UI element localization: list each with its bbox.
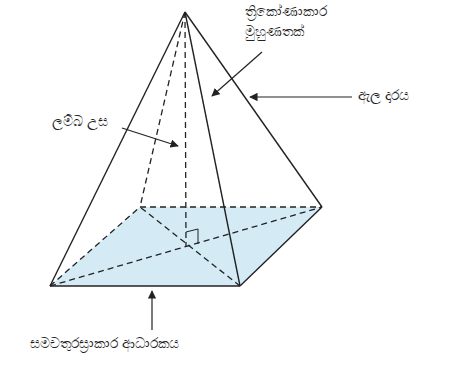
part-label: සමචතුරස්‍රාකාර ආධාරකය: [30, 334, 179, 354]
part-label: ත්‍රිකෝණාකාර මුහුණතක්: [245, 2, 355, 41]
right-angle-mark: [186, 229, 198, 244]
part-label: ඇල දාරය: [358, 86, 409, 106]
part-label: ලම්බ උස: [52, 112, 108, 132]
leader-line: [151, 291, 152, 330]
leader-line: [122, 128, 178, 146]
leader-line: [212, 52, 262, 96]
leader-line: [250, 96, 352, 97]
